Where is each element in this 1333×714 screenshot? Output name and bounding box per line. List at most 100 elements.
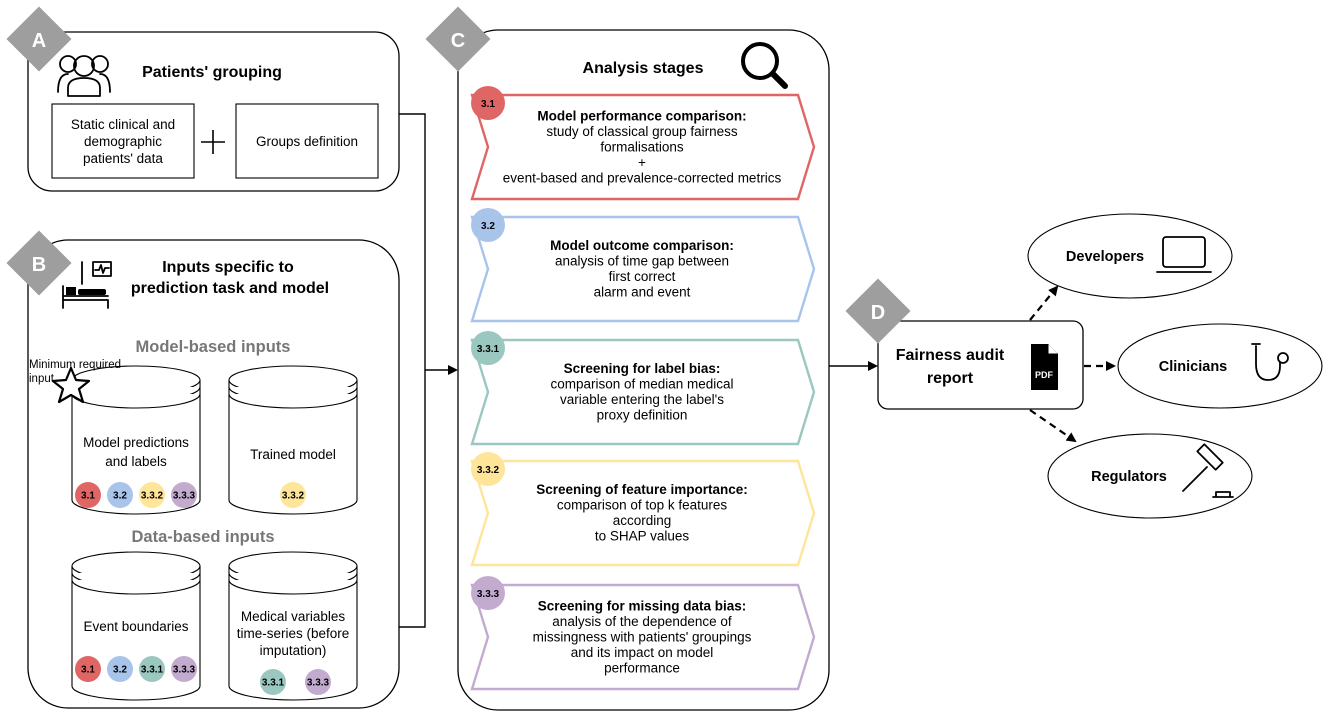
- plus-icon: [201, 130, 225, 154]
- pdf-file-icon: PDF: [1031, 344, 1058, 390]
- stage-chip-label: 3.3.2: [282, 491, 305, 502]
- stage-chip-label: 3.3.1: [141, 665, 164, 676]
- laptop-icon: [1156, 236, 1212, 273]
- star-icon: [51, 366, 91, 404]
- report-line-2: report: [927, 370, 974, 387]
- developers-label: Developers: [1066, 249, 1144, 265]
- stage-badge-label: 3.3.2: [477, 465, 500, 476]
- stage-badge: [471, 331, 505, 365]
- stage-badge-label: 3.2: [481, 221, 495, 232]
- static-data-box: [51, 103, 195, 179]
- stage-chip-label: 3.2: [113, 665, 127, 676]
- stage-description-line: study of classical group fairness: [546, 124, 738, 139]
- svg-text:C: C: [451, 30, 465, 52]
- magnifier-icon: [741, 42, 788, 89]
- stage-chip-3-3-1: [260, 669, 286, 695]
- stage-description-line: and its impact on model: [571, 645, 714, 660]
- stage-description-line: event-based and prevalence-corrected met…: [503, 170, 782, 185]
- stage-chip-label: 3.3.1: [262, 678, 285, 689]
- stage-description-line: to SHAP values: [595, 529, 690, 544]
- stage-title: Screening of feature importance:: [536, 482, 748, 497]
- audience-arrows: [1029, 285, 1116, 443]
- people-icon: [57, 55, 111, 97]
- panel-b-title-line-2: prediction task and model: [131, 280, 329, 297]
- clinicians-label: Clinicians: [1159, 359, 1228, 375]
- stage-description-line: comparison of top k features: [557, 498, 728, 513]
- stage-title: Screening for label bias:: [564, 361, 721, 376]
- stage-chip-3-1: [75, 482, 101, 508]
- stage-chip-label: 3.1: [81, 491, 95, 502]
- stage-chevron: [470, 338, 816, 446]
- stage-chip-3-3-3: [305, 669, 331, 695]
- minimum-required-line-1: Minimum required: [29, 359, 121, 371]
- stage-description-line: proxy definition: [597, 408, 688, 423]
- stage-description-line: performance: [604, 660, 680, 675]
- stage-chevron: [470, 459, 816, 567]
- clinicians-ellipse: [1117, 323, 1323, 409]
- static-data-line-3: patients' data: [83, 151, 163, 166]
- stage-title: Model outcome comparison:: [550, 238, 734, 253]
- stage-description-line: analysis of the dependence of: [552, 614, 732, 629]
- medical-variables-line-3: imputation): [260, 643, 327, 658]
- stage-chip-label: 3.1: [81, 665, 95, 676]
- chips-event-boundaries: 3.1 3.2 3.3.1 3.3.3: [75, 656, 197, 682]
- stage-badge-label: 3.3.3: [477, 589, 500, 600]
- stage-description-line: missingness with patients' groupings: [533, 629, 752, 644]
- chips-model-predictions: 3.1 3.2 3.3.2 3.3.3: [75, 482, 197, 508]
- static-data-line-1: Static clinical and: [71, 117, 175, 132]
- stage-badge-label: 3.3.1: [477, 344, 500, 355]
- stage-description-line: comparison of median medical: [550, 377, 733, 392]
- stage-badge: [471, 576, 505, 610]
- stage-chip-3-2: [107, 656, 133, 682]
- gavel-icon: [1182, 443, 1234, 498]
- stage-title: Screening for missing data bias:: [538, 598, 747, 613]
- stage-description-line: formalisations: [600, 139, 684, 154]
- stage-chip-label: 3.3.3: [173, 491, 196, 502]
- stage-chip-3-3-3: [171, 656, 197, 682]
- stage-chip-3-1: [75, 656, 101, 682]
- stage-chip-label: 3.2: [113, 491, 127, 502]
- stage-chevron: [470, 93, 816, 201]
- panel-c-title: Analysis stages: [583, 60, 704, 77]
- model-predictions-line-1: Model predictions: [83, 435, 189, 450]
- panel-a-title: Patients' grouping: [142, 64, 282, 81]
- stage-badge: [471, 86, 505, 120]
- hospital-bed-icon: [62, 261, 112, 309]
- stage-badge: [471, 452, 505, 486]
- stage-description-line: according: [613, 513, 672, 528]
- stage-description-line: +: [638, 155, 646, 170]
- regulators-label: Regulators: [1091, 469, 1167, 485]
- report-line-1: Fairness audit: [896, 347, 1005, 364]
- groups-definition-box: [235, 103, 379, 179]
- static-data-line-2: demographic: [84, 134, 162, 149]
- stage-badge: [471, 208, 505, 242]
- developers-ellipse: [1027, 213, 1233, 299]
- medical-variables-line-1: Medical variables: [241, 609, 346, 624]
- section-d-badge: D: [845, 278, 911, 344]
- medical-variables-line-2: time-series (before: [237, 626, 350, 641]
- medical-variables-cylinder: [228, 551, 358, 701]
- chips-trained-model: 3.3.2: [280, 482, 306, 508]
- stage-chip-3-3-1: [139, 656, 165, 682]
- model-predictions-cylinder: [71, 365, 201, 515]
- event-boundaries-cylinder: [71, 551, 201, 701]
- connector-ab-to-c: [399, 113, 458, 628]
- stage-chip-label: 3.3.2: [141, 491, 164, 502]
- stage-badge-label: 3.1: [481, 99, 495, 110]
- model-based-heading: Model-based inputs: [136, 338, 291, 356]
- svg-text:B: B: [32, 254, 46, 276]
- stage-chip-label: 3.3.3: [307, 678, 330, 689]
- svg-text:D: D: [871, 302, 885, 324]
- stage-chip-3-3-2: [139, 482, 165, 508]
- stage-chevron: [470, 215, 816, 323]
- svg-text:A: A: [32, 30, 46, 52]
- stage-chip-label: 3.3.3: [173, 665, 196, 676]
- stage-chip-3-3-2: [280, 482, 306, 508]
- panel-b-title-line-1: Inputs specific to: [162, 259, 294, 276]
